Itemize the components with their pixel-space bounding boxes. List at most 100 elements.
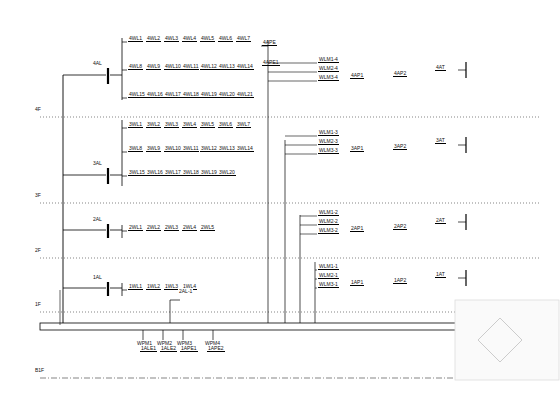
circuit-box: 1ALE2 — [160, 345, 177, 352]
panel-label: WPM3 — [176, 340, 193, 346]
circuit-label: 2AP1 — [351, 225, 363, 231]
circuit-box: WLM1-4 — [318, 56, 339, 63]
feeder — [63, 230, 106, 231]
circuit-box: 4AP2 — [393, 70, 407, 77]
circuit-label: WLM1-2 — [319, 209, 338, 215]
circuit-box: 1WL3 — [164, 283, 179, 290]
circuit-box: 3WL15 — [128, 169, 146, 176]
sub-riser — [285, 140, 286, 323]
circuit-box: 4WL21 — [236, 91, 254, 98]
circuit-box: 2AP1 — [350, 225, 364, 232]
circuit-box: 3WL13 — [218, 145, 236, 152]
branch-line — [315, 279, 317, 280]
branch-line — [122, 231, 127, 232]
branch-line — [122, 70, 127, 71]
circuit-box: 3WL6 — [218, 121, 233, 128]
circuit-label: 2WL3 — [165, 224, 178, 230]
circuit-box: 4WL13 — [218, 63, 236, 70]
panel-label: WPM2 — [156, 340, 173, 346]
panel-label: WPM1 — [136, 340, 153, 346]
circuit-label: 3WL6 — [219, 121, 232, 127]
floor-line — [40, 258, 540, 259]
circuit-label: 4APE1 — [263, 59, 279, 65]
circuit-box: 3WL4 — [182, 121, 197, 128]
watermark-frame — [455, 300, 559, 380]
circuit-box: WLM2-2 — [318, 218, 339, 225]
circuit-label: 3AT — [436, 137, 445, 143]
branch-line — [122, 42, 127, 43]
branch-line — [285, 145, 317, 146]
branch-riser — [122, 225, 123, 238]
circuit-label: WLM3-4 — [319, 74, 338, 80]
circuit-box: 4WL9 — [146, 63, 161, 70]
feeder — [170, 300, 171, 323]
circuit-label: 4WL14 — [237, 63, 253, 69]
panel-label: 2AL — [92, 216, 103, 222]
circuit-label: 2WL4 — [183, 224, 196, 230]
terminal-symbol — [458, 278, 466, 279]
circuit-label: 4WL15 — [129, 91, 145, 97]
branch-line — [122, 152, 127, 153]
circuit-label: WLM1-4 — [319, 56, 338, 62]
circuit-label: 3WL8 — [129, 145, 142, 151]
circuit-box: 4WL8 — [128, 63, 143, 70]
branch-line — [122, 98, 127, 99]
panel-label: 2AL-1 — [178, 288, 193, 294]
circuit-label: 1WL2 — [147, 283, 160, 289]
circuit-label: 3WL1 — [129, 121, 142, 127]
circuit-box: 1AP2 — [393, 277, 407, 284]
circuit-box: 3WL19 — [200, 169, 218, 176]
circuit-label: 4WL1 — [129, 35, 142, 41]
circuit-box: 1APE2 — [207, 345, 225, 352]
sub-riser — [315, 262, 316, 323]
circuit-box: 4WL5 — [200, 35, 215, 42]
circuit-box: 1AP1 — [350, 279, 364, 286]
branch-riser — [122, 283, 123, 296]
circuit-box: 2WL5 — [200, 224, 215, 231]
panel-label: 1AL — [92, 274, 103, 280]
circuit-label: 2WL5 — [201, 224, 214, 230]
circuit-label: 4WL12 — [201, 63, 217, 69]
circuit-box: 3WL1 — [128, 121, 143, 128]
branch-line — [285, 136, 317, 137]
circuit-box: WLM1-2 — [318, 209, 339, 216]
panel-label: 4AL — [92, 60, 103, 66]
branch-line — [315, 270, 317, 271]
circuit-label: WLM2-2 — [319, 218, 338, 224]
panel-bar — [107, 224, 109, 238]
circuit-box: WLM1-3 — [318, 129, 339, 136]
circuit-label: 4WL16 — [147, 91, 163, 97]
circuit-box: 4WL20 — [218, 91, 236, 98]
circuit-label: 3AP2 — [394, 143, 406, 149]
circuit-box: WLM2-3 — [318, 138, 339, 145]
circuit-label: 4WL21 — [237, 91, 253, 97]
circuit-label: 1AP2 — [394, 277, 406, 283]
circuit-label: 4WL13 — [219, 63, 235, 69]
circuit-box: WLM3-2 — [318, 227, 339, 234]
circuit-box: 4WL14 — [236, 63, 254, 70]
circuit-label: 4WL7 — [237, 35, 250, 41]
branch-line — [268, 81, 317, 82]
circuit-box: 3WL2 — [146, 121, 161, 128]
circuit-label: 1WL1 — [129, 283, 142, 289]
circuit-box: 3WL11 — [182, 145, 199, 152]
feeder — [63, 75, 106, 76]
sub-riser — [300, 215, 301, 323]
circuit-label: 4AP1 — [351, 72, 363, 78]
circuit-label: 4WL20 — [219, 91, 235, 97]
circuit-label: WLM3-1 — [319, 281, 338, 287]
circuit-box: 4WL3 — [164, 35, 179, 42]
circuit-box: WLM3-3 — [318, 147, 339, 154]
circuit-box: 3AP2 — [393, 143, 407, 150]
circuit-label: 4WL8 — [129, 63, 142, 69]
circuit-box: 1AT — [435, 271, 446, 278]
terminal-symbol — [458, 70, 466, 71]
circuit-box: 3WL16 — [146, 169, 164, 176]
circuit-label: 3WL16 — [147, 169, 163, 175]
circuit-label: 4WL4 — [183, 35, 196, 41]
panel-label: 3AL — [92, 160, 103, 166]
circuit-box: 2WL2 — [146, 224, 161, 231]
circuit-label: 4AT — [436, 64, 445, 70]
circuit-box: 1ALE1 — [140, 345, 157, 352]
